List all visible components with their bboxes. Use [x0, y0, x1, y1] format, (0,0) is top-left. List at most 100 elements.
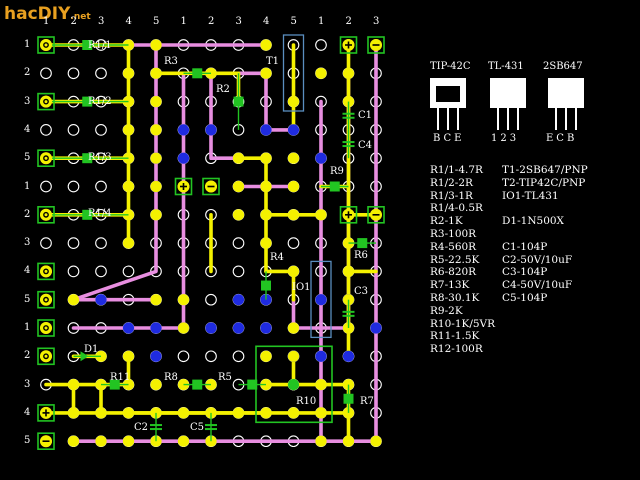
board-hole	[95, 237, 107, 249]
pad-yellow	[315, 407, 327, 419]
row-label: 2	[24, 350, 31, 362]
pad-yellow	[150, 152, 162, 164]
pad-yellow	[67, 407, 80, 419]
legend-item: C3-104P	[502, 266, 548, 279]
row-label: 5	[24, 435, 31, 447]
pad-blue	[260, 322, 272, 334]
component-label-d1: D1	[84, 344, 99, 355]
legend-item: T1-2SB647/PNP	[502, 164, 588, 176]
pad-blue	[287, 124, 300, 136]
pad-yellow	[342, 67, 355, 79]
pad-yellow	[260, 237, 272, 249]
resistor-r11	[109, 379, 120, 390]
legend-item: C1-104P	[502, 240, 548, 253]
board-hole	[232, 350, 245, 363]
column-label: 5	[153, 16, 160, 27]
pad-yellow	[232, 180, 245, 193]
pad-blue	[177, 124, 190, 136]
legend-item: R5-22.5K	[430, 253, 480, 266]
resistor-r3	[192, 68, 203, 79]
component-label-c5: C5	[190, 422, 205, 433]
resistor-r1-1	[82, 40, 93, 50]
pad-blue	[122, 322, 135, 334]
row-label: 2	[24, 208, 31, 220]
terminal-s5	[37, 262, 55, 281]
terminal-s5-pad	[40, 265, 52, 278]
pad-yellow	[67, 435, 80, 447]
resistor-r2	[233, 96, 244, 107]
pad-yellow	[287, 407, 300, 419]
pad-blue	[315, 294, 327, 306]
pad-yellow	[287, 322, 300, 334]
legend-item: IO1-TL431	[502, 189, 559, 202]
pad-yellow	[287, 180, 300, 193]
pad-yellow	[287, 265, 300, 277]
screw-icon	[43, 353, 49, 360]
component-label-r14: R1/4	[88, 208, 112, 219]
resistor-r7	[343, 393, 354, 404]
terminal-s7	[37, 319, 55, 337]
board-hole	[95, 180, 107, 193]
screw-icon	[43, 268, 49, 275]
component-label-r11: R11	[110, 372, 131, 383]
terminal-s2	[37, 92, 55, 111]
package-pins: ECB	[546, 133, 578, 144]
component-label-c2: C2	[134, 422, 149, 433]
terminal-minus-mid	[367, 206, 385, 224]
pad-yellow	[260, 39, 272, 51]
package-pins: 123	[491, 133, 520, 144]
row-label: 1	[24, 322, 31, 333]
package-title: TIP-42C	[430, 61, 471, 72]
pad-yellow	[315, 379, 327, 391]
pad-yellow	[95, 407, 107, 419]
legend-item: R2-1K	[430, 215, 463, 228]
terminal-s3	[37, 149, 55, 167]
pad-yellow	[122, 435, 135, 447]
terminal-plus-center	[174, 177, 193, 196]
legend-item: C5-104P	[502, 292, 548, 304]
component-label-r12: R1/2	[88, 96, 112, 107]
package-body	[490, 78, 526, 108]
pad-blue	[315, 152, 327, 164]
pad-yellow	[287, 96, 300, 108]
terminal-s6-pad	[40, 293, 52, 306]
component-layer	[46, 34, 376, 442]
resistor-r1-3	[82, 153, 93, 164]
column-label: 3	[98, 16, 105, 27]
package-body	[548, 78, 584, 108]
legend-item: T2-TIP42C/PNP	[502, 176, 586, 189]
pad-blue	[150, 322, 162, 334]
row-label: 3	[24, 95, 31, 107]
pad-yellow	[177, 407, 190, 419]
component-label-r8: R8	[164, 372, 178, 383]
pad-yellow	[150, 67, 162, 79]
pad-yellow	[122, 180, 135, 193]
pad-blue	[95, 294, 107, 306]
package-pins: BCE	[433, 133, 465, 144]
pad-layer	[67, 39, 382, 447]
pad-yellow	[67, 294, 80, 306]
board-hole	[67, 67, 80, 80]
board-hole	[67, 124, 80, 136]
pad-yellow	[342, 265, 355, 277]
terminal-s1-pad	[40, 39, 52, 51]
board-hole	[232, 237, 245, 249]
pad-yellow	[122, 350, 135, 362]
component-label-r13: R1/3	[88, 152, 112, 163]
site-logo: hacDIY.net	[4, 4, 91, 24]
pad-yellow	[67, 379, 80, 391]
pad-yellow	[287, 209, 300, 221]
row-label: 4	[24, 406, 31, 418]
pad-blue	[315, 350, 327, 362]
pad-blue	[205, 124, 217, 136]
pad-yellow	[122, 237, 135, 249]
terminal-layer	[37, 36, 385, 451]
board-hole	[315, 39, 327, 51]
screw-icon	[43, 42, 49, 48]
pad-yellow	[315, 67, 327, 79]
legend-item: R4-560R	[430, 240, 477, 253]
terminal-s7-pad	[40, 322, 52, 334]
legend-item: R6-820R	[430, 266, 477, 279]
pad-yellow	[150, 39, 162, 51]
pad-yellow	[150, 294, 162, 306]
